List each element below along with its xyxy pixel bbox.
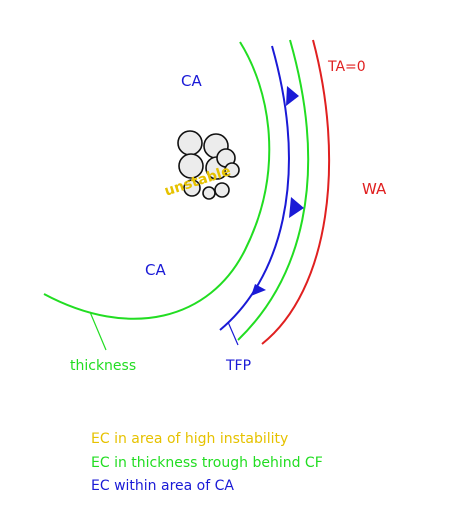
legend-item-ca-area: EC within area of CA [91, 478, 234, 494]
cold-front-triangle-icon [251, 284, 266, 296]
tfp-pointer [227, 321, 239, 346]
tfp-label: TFP [225, 358, 251, 374]
ta-zero-line [261, 39, 331, 345]
cold-front-triangle-icon [289, 197, 304, 218]
ca-label-bottom: CA [145, 261, 166, 279]
ta-zero-label: TA=0 [327, 59, 366, 75]
thickness-line-outer [237, 39, 310, 341]
legend-item-thickness-trough: EC in thickness trough behind CF [91, 455, 323, 471]
thickness-label: thickness [70, 358, 136, 374]
thickness-line-inner [43, 41, 271, 320]
thickness-pointer [89, 311, 107, 351]
cold-front-line [219, 45, 290, 331]
convective-cloud-cluster-icon [177, 130, 240, 200]
cold-front-triangle-icon [286, 86, 299, 106]
wa-label: WA [362, 180, 387, 198]
ca-label-top: CA [181, 72, 202, 90]
legend-item-instability: EC in area of high instability [91, 431, 288, 447]
